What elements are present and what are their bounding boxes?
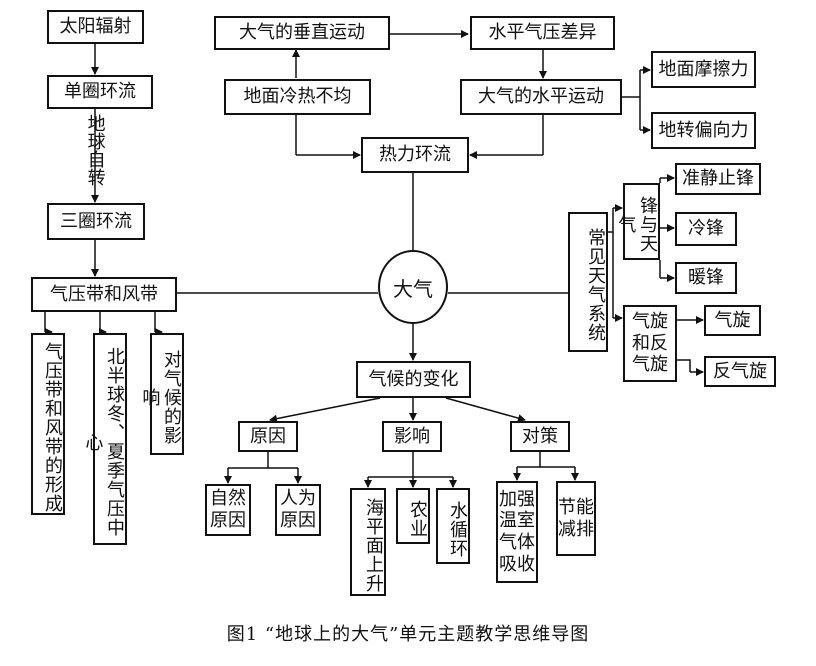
human-causes-node: 人为 原因 (275, 484, 321, 536)
figure-caption: 图1 “地球上的大气”单元主题教学思维导图 (226, 624, 590, 645)
vertical-motion-node: 大气的垂直运动 (214, 16, 390, 50)
pressure-wind-belts-node: 气压带和风带 (31, 277, 177, 312)
cold-front-node: 冷锋 (675, 212, 737, 246)
sea-level-rise-node: 海平面上升 (350, 488, 386, 596)
pressure-difference-node: 水平气压差异 (470, 16, 615, 50)
warm-front-node: 暖锋 (675, 262, 737, 294)
absorb-greenhouse-gases-node: 加强 温室 气体 吸收 (496, 481, 538, 583)
belt-formation-node: 气压带和风带的形成 (31, 333, 65, 515)
thermal-circulation-node: 热力环流 (361, 137, 469, 173)
climate-change-node: 气候的变化 (356, 361, 471, 398)
three-cell-circulation-node: 三圈环流 (47, 203, 145, 240)
winter-summer-centers-node: 北半球冬、夏季气压中心 (82, 333, 127, 545)
measures-node: 对策 (510, 421, 570, 452)
anticyclone-node: 反气旋 (704, 356, 776, 387)
water-cycle-node: 水循环 (436, 488, 470, 564)
coriolis-force-node: 地转偏向力 (651, 112, 756, 149)
fronts-weather-node: 锋与天气 (615, 183, 660, 260)
uneven-heating-node: 地面冷热不均 (224, 79, 371, 115)
single-cell-circulation-node: 单圈环流 (47, 75, 153, 109)
connector-lines (44, 30, 704, 488)
energy-saving-node: 节能 减排 (556, 481, 596, 556)
mind-map: 太阳辐射 单圈环流 地球自转 三圈环流 气压带和风带 气压带和风带的形成 北半球… (31, 10, 776, 596)
cyclone-node: 气旋 (704, 305, 761, 336)
solar-radiation-node: 太阳辐射 (47, 10, 144, 44)
agriculture-node: 农业 (396, 488, 430, 544)
weather-systems-node: 常见天气系统 (568, 212, 608, 352)
cyclone-anticyclone-node: 气旋和反气旋 (623, 305, 677, 382)
natural-causes-node: 自然 原因 (205, 484, 251, 536)
impacts-node: 影响 (382, 421, 442, 452)
atmosphere-center-node: 大气 (378, 250, 448, 324)
climate-impact-node: 对气候的影响 (139, 333, 184, 455)
quasi-stationary-front-node: 准静止锋 (675, 163, 761, 195)
horizontal-motion-node: 大气的水平运动 (460, 79, 622, 115)
causes-node: 原因 (238, 421, 298, 452)
earth-rotation-label: 地球自转 (84, 114, 106, 186)
ground-friction-node: 地面摩擦力 (651, 51, 756, 88)
